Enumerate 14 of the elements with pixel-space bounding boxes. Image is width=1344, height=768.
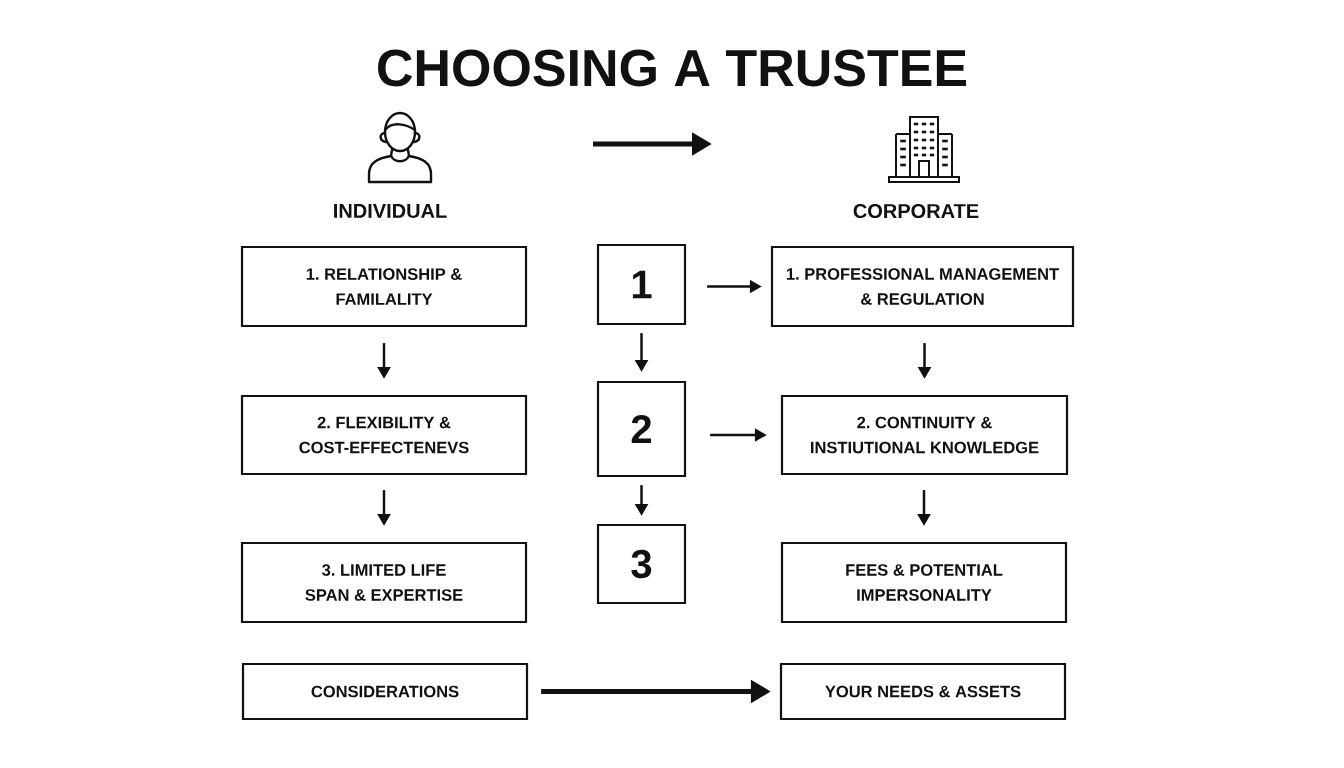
process-box: YOUR NEEDS & ASSETS [779,662,1067,721]
step-number-box: 1 [596,243,687,326]
process-box: 2. CONTINUITY & INSTIUTIONAL KNOWLEDGE [780,394,1069,476]
process-box: FEES & POTENTIAL IMPERSONALITY [780,541,1068,624]
step-number-box: 3 [596,523,687,605]
column-heading: CORPORATE [853,203,979,219]
title: CHOOSING A TRUSTEE [378,49,967,87]
process-box: 3. LIMITED LIFE SPAN & EXPERTISE [240,541,528,624]
step-number-box: 2 [596,380,687,478]
process-box: 2. FLEXIBILITY & COST-EFFECTENEVS [240,394,528,476]
process-box: CONSIDERATIONS [241,662,529,721]
column-heading: INDIVIDUAL [334,204,447,218]
process-box: 1. RELATIONSHIP & FAMILALITY [240,245,528,328]
process-box: 1. PROFESSIONAL MANAGEMENT & REGULATION [770,245,1075,328]
